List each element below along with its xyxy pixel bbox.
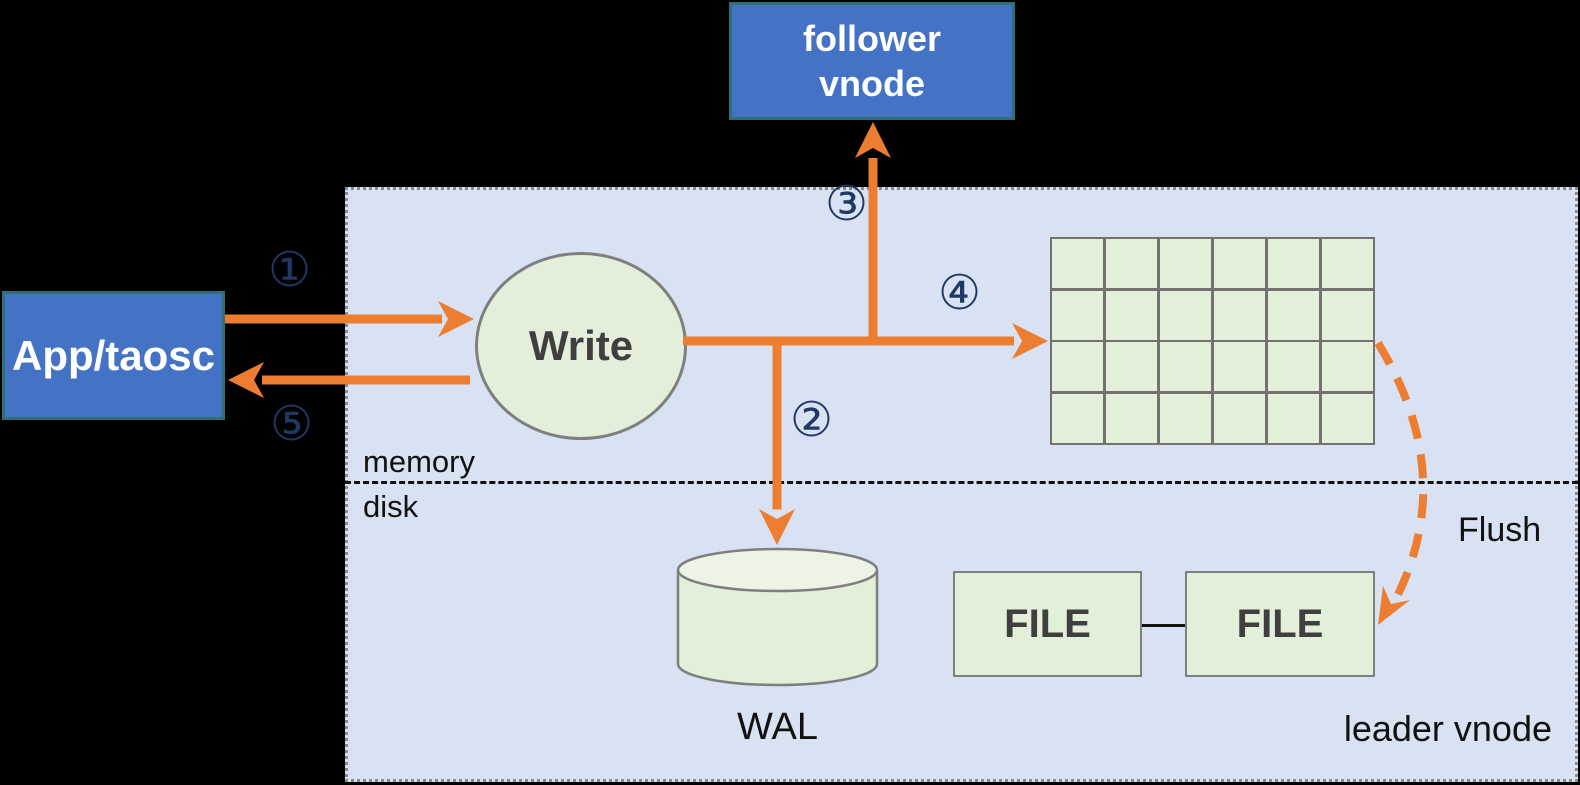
memtable-grid-cell: [1052, 239, 1104, 289]
flush-label: Flush: [1458, 511, 1542, 549]
memtable-grid-cell: [1267, 342, 1320, 392]
disk-label: disk: [363, 489, 419, 524]
step-number-4: ④: [938, 265, 982, 321]
memory-label: memory: [363, 444, 475, 479]
memtable-grid-cell: [1321, 239, 1373, 289]
app-taosc-box: App/taosc: [2, 291, 225, 420]
wal-cylinder-shape: [676, 547, 879, 687]
memtable-grid-cell: [1159, 239, 1212, 289]
step-number-5: ⑤: [270, 396, 314, 452]
memory-disk-divider-line: [345, 481, 1578, 484]
memtable-grid-cell: [1159, 393, 1212, 443]
memtable-grid-cell: [1213, 342, 1266, 392]
memtable-grid-cell: [1052, 393, 1104, 443]
follower-vnode-label-line1: follower: [802, 18, 941, 59]
follower-vnode-box: follower vnode: [729, 2, 1015, 120]
memtable-grid-cell: [1052, 290, 1104, 340]
write-process-ellipse: Write: [475, 252, 687, 440]
wal-cylinder: [676, 547, 879, 687]
step-number-2: ②: [790, 392, 834, 448]
file-left-label: FILE: [1004, 601, 1091, 646]
memtable-grid-cell: [1267, 290, 1320, 340]
memtable-grid-cell: [1267, 239, 1320, 289]
memtable-grid-cell: [1321, 342, 1373, 392]
memtable-grid: [1050, 237, 1375, 445]
step-number-3: ③: [825, 176, 869, 232]
memtable-grid-cell: [1213, 290, 1266, 340]
memtable-grid-cell: [1105, 290, 1158, 340]
arrow-3-head-icon: [855, 122, 891, 158]
step-number-1: ①: [268, 242, 312, 298]
memtable-grid-cell: [1159, 290, 1212, 340]
wal-label: WAL: [737, 706, 818, 748]
app-taosc-label: App/taosc: [11, 331, 216, 379]
memtable-grid-cell: [1159, 342, 1212, 392]
arrow-5-head-icon: [228, 362, 264, 398]
leader-vnode-label: leader vnode: [1343, 708, 1552, 749]
memtable-grid-cell: [1213, 239, 1266, 289]
memtable-grid-cell: [1213, 393, 1266, 443]
memtable-grid-cell: [1052, 342, 1104, 392]
memtable-grid-cell: [1267, 393, 1320, 443]
file-right-label: FILE: [1236, 601, 1324, 646]
memtable-grid-cell: [1105, 342, 1158, 392]
follower-vnode-label-line2: vnode: [818, 63, 925, 104]
write-label: Write: [528, 322, 634, 369]
memtable-grid-cell: [1321, 393, 1373, 443]
memtable-grid-cell: [1105, 239, 1158, 289]
file-box-right: FILE: [1185, 571, 1375, 677]
memtable-grid-cell: [1105, 393, 1158, 443]
file-box-left: FILE: [953, 571, 1142, 677]
memtable-grid-cell: [1321, 290, 1373, 340]
file-connector-line: [1142, 624, 1185, 627]
